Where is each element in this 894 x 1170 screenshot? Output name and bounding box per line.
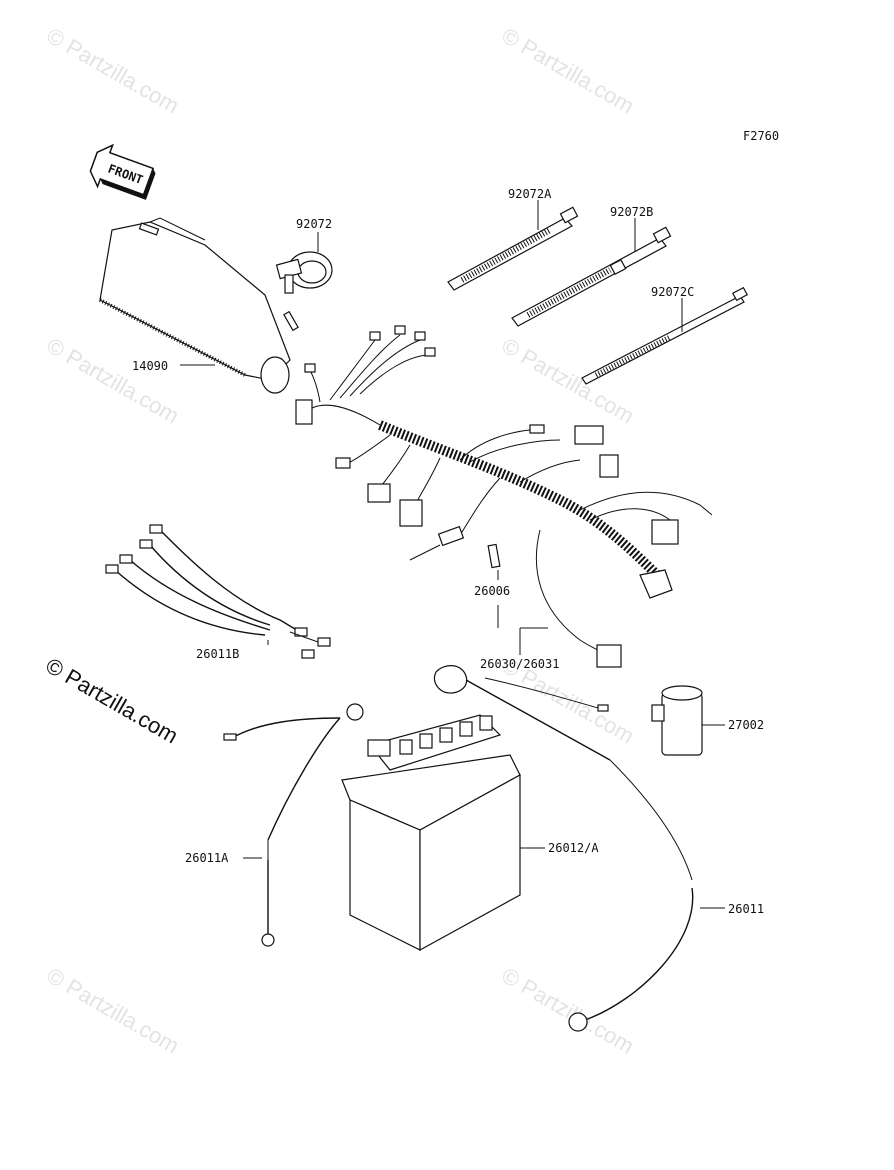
watermark-text: © Partzilla.com <box>498 333 639 429</box>
cover-14090 <box>99 217 299 394</box>
watermark-main: © Partzilla.com <box>42 653 183 749</box>
cable-26011A <box>223 703 364 947</box>
part-label-14090: 14090 <box>132 359 168 373</box>
part-label-26011A: 26011A <box>185 851 229 865</box>
part-label-92072A: 92072A <box>508 187 552 201</box>
watermark-text: © Partzilla.com <box>498 963 639 1059</box>
part-label-92072: 92072 <box>296 217 332 231</box>
front-arrow-icon: FRONT <box>89 143 156 200</box>
strap-92072A <box>447 200 579 291</box>
strap-92072B <box>511 218 672 327</box>
strap-92072C <box>581 286 748 385</box>
watermark-text: © Partzilla.com <box>498 23 639 119</box>
part-label-92072B: 92072B <box>610 205 653 219</box>
watermark-text: © Partzilla.com <box>43 963 184 1059</box>
part-label-92072C: 92072C <box>651 285 694 299</box>
fuse-26006 <box>487 543 501 580</box>
part-label-26011B: 26011B <box>196 647 239 661</box>
part-label-26030: 26030/26031 <box>480 657 559 671</box>
part-label-26006: 26006 <box>474 584 510 598</box>
watermark-text: © Partzilla.com <box>43 23 184 119</box>
relay-27002 <box>651 685 725 756</box>
sub-harness-26011B <box>105 524 331 659</box>
diagram-code: F2760 <box>743 129 779 143</box>
watermark-text: © Partzilla.com <box>43 333 184 429</box>
part-label-26012: 26012/A <box>548 841 599 855</box>
main-harness-26030 <box>295 325 713 668</box>
cable-26011 <box>433 665 725 1032</box>
battery-26012 <box>341 714 545 952</box>
part-label-26011: 26011 <box>728 902 764 916</box>
clamp-92072 <box>275 232 333 294</box>
part-label-27002: 27002 <box>728 718 764 732</box>
